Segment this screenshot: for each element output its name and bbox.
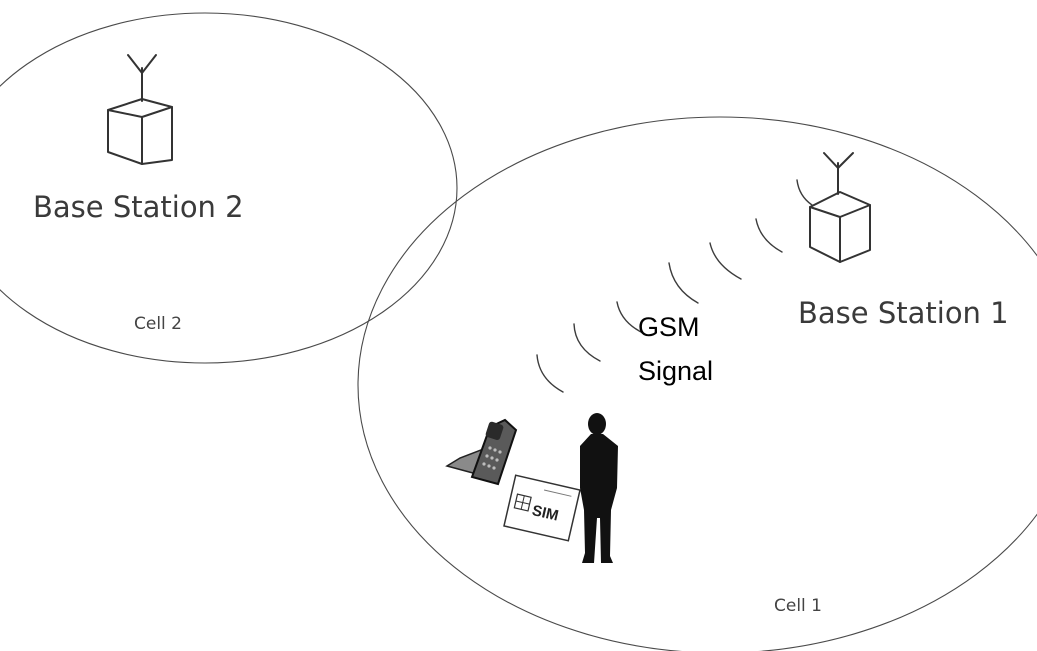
cell-2-label: Cell 2	[134, 314, 182, 334]
sim-card-label: SIM	[530, 502, 560, 525]
base-station-2-label: Base Station 2	[33, 190, 244, 224]
base-station-1-icon	[809, 152, 871, 263]
mobile-phone-icon	[445, 418, 518, 486]
cell-1-label: Cell 1	[774, 596, 822, 616]
base-station-1-label: Base Station 1	[798, 296, 1009, 330]
signal-waves	[536, 179, 813, 393]
gsm-signal-label-line1: GSM	[638, 312, 700, 342]
base-station-2-icon	[107, 54, 173, 165]
sim-card-icon: SIM	[503, 474, 581, 542]
cell-2-boundary	[0, 12, 458, 364]
cell-1-boundary	[357, 116, 1037, 651]
person-silhouette-icon	[580, 413, 618, 563]
gsm-signal-label-line2: Signal	[638, 356, 713, 386]
